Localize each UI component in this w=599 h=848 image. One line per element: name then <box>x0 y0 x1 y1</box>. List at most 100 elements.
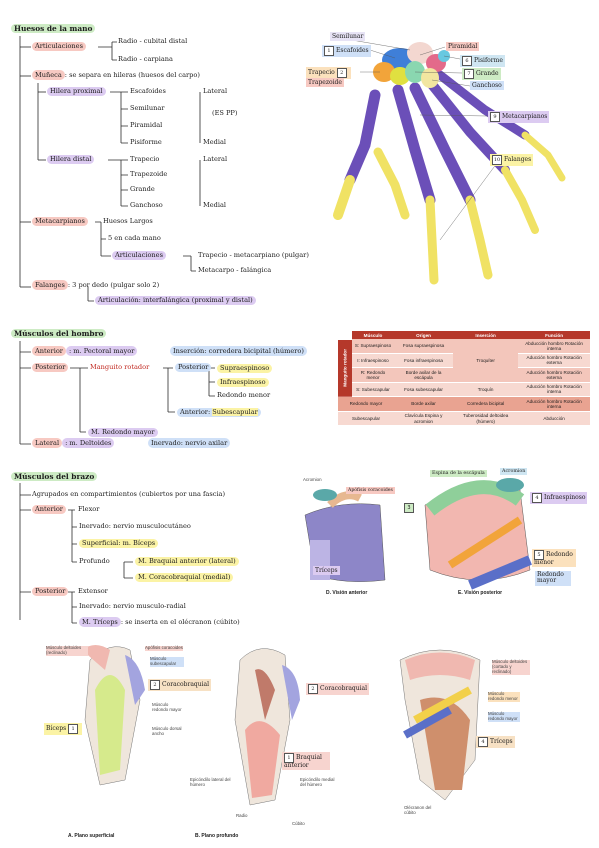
shoulder-lateral-row: Lateral: m. Deltoides <box>32 438 115 448</box>
arm-section-title: Músculos del brazo <box>11 472 98 482</box>
label-semilunar: Semilunar <box>330 32 366 41</box>
arm-triceps-label: M. Tríceps <box>79 617 121 627</box>
scap-caption-b: E. Visión posterior <box>458 590 503 596</box>
manguito-rotador-label: Manguito rotador <box>90 363 150 371</box>
table-row: Redondo mayor Borde axilar Corredera bic… <box>338 396 590 412</box>
arm-inervado-2: Inervado: nervio musculo-radial <box>79 602 186 610</box>
meta-articulaciones-label: Articulaciones <box>112 251 166 260</box>
dist-item: Grande <box>130 185 155 193</box>
arm-extensor: Extensor <box>78 587 108 595</box>
meta-5-cada-mano: 5 en cada mano <box>108 234 161 242</box>
prox-medial: Medial <box>203 138 227 146</box>
shoulder-anterior-row: Anterior: m. Pectoral mayor <box>32 346 138 356</box>
arm-anterior-label: Anterior <box>32 505 66 514</box>
prox-item: Semilunar <box>130 104 165 112</box>
prox-item: Escafoides <box>130 87 166 95</box>
arm-b-radio: Radio <box>236 813 248 818</box>
dist-item: Trapecio <box>130 155 160 163</box>
shoulder-anterior-desc: : m. Pectoral mayor <box>65 346 138 356</box>
shoulder-anterior-label: Anterior <box>32 346 66 356</box>
num-falanges: 10 <box>492 155 502 165</box>
prox-es-pp: (ES PP) <box>212 109 238 117</box>
scap-redondo-mayor: Redondo mayor <box>535 571 571 586</box>
hand-section-title: Huesos de la mano <box>11 24 96 34</box>
arm-posterior-label: Posterior <box>32 587 69 596</box>
prox-lateral: Lateral <box>203 87 228 95</box>
scap-triceps: Tríceps <box>313 566 340 575</box>
meta-huesos-largos: Huesos Largos <box>103 217 153 225</box>
arm-a-redondo: Músculo redondo mayor <box>152 702 182 712</box>
falanges-articulacion: Articulación: interfalángica (proximal y… <box>95 296 256 305</box>
arm-b-epi-med: Epicóndilo medial del húmero <box>300 777 335 787</box>
arm-superficial: Superficial: m. Bíceps <box>79 539 159 548</box>
arm-a-biceps: Bíceps 1 <box>44 723 83 735</box>
table-header: Función <box>518 331 590 339</box>
arm-desc: Agrupados en compartimientos (cubiertos … <box>32 490 226 498</box>
table-header: Origen <box>393 331 454 339</box>
num-grande: 7 <box>464 69 474 79</box>
hilera-distal-label: Hilera distal <box>47 155 95 164</box>
shoulder-lateral-label: Lateral <box>32 438 63 448</box>
shoulder-posterior-label: Posterior <box>32 363 69 372</box>
num-escafoides: 1 <box>324 46 334 56</box>
prox-item: Pisiforme <box>130 138 162 146</box>
label-ganchoso: Ganchoso <box>470 81 504 90</box>
arm-prof-2: M. Coracobraquial (medial) <box>135 573 234 582</box>
arm-caption-a: A. Plano superficial <box>68 833 115 839</box>
table-row: S: Subescapular Fosa subescapular Troquí… <box>338 382 590 398</box>
arm-triceps-desc: : se inserta en el olécranon (cúbito) <box>120 618 240 626</box>
num-trapecio: 2 <box>336 68 347 78</box>
arm-b-cubito: Cúbito <box>292 821 305 826</box>
arm-inervado-1: Inervado: nervio musculocutáneo <box>79 522 191 530</box>
meta-art-1: Trapecio - metacarpiano (pulgar) <box>198 251 309 259</box>
falanges-row: Falanges: 3 por dedo (pulgar solo 2) <box>32 280 160 290</box>
arm-b-epi-lat: Epicóndilo lateral del húmero <box>190 777 231 787</box>
num-metacarpianos: 9 <box>490 112 500 122</box>
rotador-item: Infraespinoso <box>217 378 269 387</box>
arm-flexor: Flexor <box>78 505 100 513</box>
arm-c-deltoides: Músculo deltoides (cortado y reclinado) <box>492 659 530 675</box>
scap-espina: Espina de la escápula <box>430 470 487 477</box>
table-header-row: Músculo Origen Inserción Función <box>338 331 590 339</box>
arm-a-apofisis: Apófisis coracoides <box>145 645 183 651</box>
shoulder-insercion: Inserción: corredera bicipital (húmero) <box>170 346 307 356</box>
rotator-cuff-table: Músculo Origen Inserción Función Manguit… <box>338 331 590 427</box>
table-row: I: Infraespinoso Fosa infraespinosa Aduc… <box>338 353 590 369</box>
falanges-desc: : 3 por dedo (pulgar solo 2) <box>67 281 160 289</box>
scap-acromion: Acromion <box>303 477 322 482</box>
arm-triceps-row: M. Tríceps: se inserta en el olécranon (… <box>79 617 240 627</box>
muneca-desc: : se separa en hileras (huesos del carpo… <box>64 71 200 79</box>
arm-a-subescapular: Músculo subescapular <box>150 656 184 667</box>
num-pisiforme: 6 <box>462 56 472 66</box>
arm-c-redondo-mayor: Músculo redondo mayor <box>488 711 520 722</box>
shoulder-section-title: Músculos del hombro <box>11 329 107 339</box>
table-row: R: Redondo menor Borde axilar de la escá… <box>338 367 590 383</box>
label-piramidal: Piramidal <box>446 42 480 51</box>
arm-profundo: Profundo <box>79 557 110 565</box>
dist-item: Trapezoide <box>130 170 168 178</box>
table-row: Subescapular Clavícula Espina y acromion… <box>338 411 590 427</box>
falanges-label: Falanges <box>32 280 68 290</box>
table-row: Manguito rotador S: Supraespinoso Fosa s… <box>338 339 590 397</box>
art-radio-carpiana: Radio - carpiana <box>118 55 173 63</box>
articulaciones-label: Articulaciones <box>32 42 86 51</box>
table-group-label: Manguito rotador <box>338 339 352 397</box>
scap-acromion-2: Acromion <box>500 468 528 475</box>
arm-c-olecranon: Olécranon del cúbito <box>404 805 432 815</box>
arm-a-deltoides: Músculo deltoides (reclinado) <box>46 645 88 656</box>
redondo-mayor-label: M. Redondo mayor <box>88 428 158 437</box>
scap-apofisis: Apófisis coracoides <box>346 487 395 494</box>
rotador-anterior-label: Anterior: Subescapular <box>177 408 261 417</box>
arm-caption-b: B. Plano profundo <box>195 833 239 839</box>
arm-c-redondo-menor: Músculo redondo menor <box>488 691 520 702</box>
scap-caption-a: D. Visión anterior <box>326 590 368 596</box>
metacarpianos-label: Metacarpianos <box>32 217 88 226</box>
table-header: Músculo <box>352 331 394 339</box>
shoulder-inervado: Inervado: nervio axilar <box>148 438 231 448</box>
